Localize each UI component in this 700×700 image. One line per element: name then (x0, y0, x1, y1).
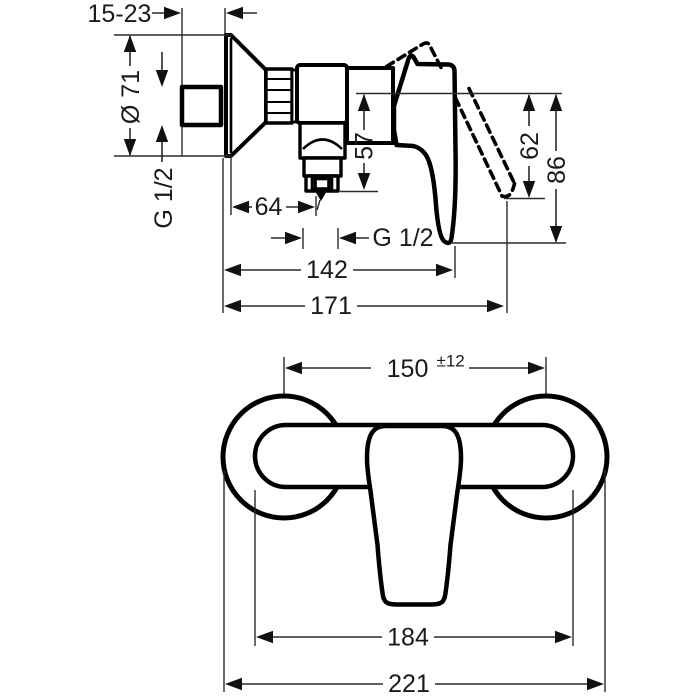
supply-elbow (179, 84, 224, 128)
arrowhead (549, 226, 563, 243)
outlet-nipple-tip (315, 191, 327, 201)
dim-supply-thread: G 1/2 (150, 52, 178, 229)
extension-outlet-thread-ticks (302, 228, 339, 249)
dim-supply-center-distance: 150 ±12 (285, 352, 545, 383)
outlet-step (302, 156, 343, 178)
dim-depth-to-handle: 142 (224, 256, 453, 284)
dim-handle-open-drop: 62 (516, 94, 544, 198)
dim-wall-offset-label: 15-23 (88, 0, 152, 28)
arrowhead (155, 125, 169, 142)
outlet-nipple-tail (316, 199, 321, 211)
arrowhead (285, 361, 302, 375)
arrowhead (298, 200, 315, 214)
connection-nut (264, 67, 294, 125)
arrowhead (256, 630, 273, 644)
arrowhead (357, 173, 371, 190)
outlet-thread-core (313, 176, 331, 191)
arrowhead (528, 361, 545, 375)
dim-handle-drop-label: 86 (543, 156, 571, 184)
arrowhead (587, 677, 604, 691)
valve-body (295, 63, 349, 125)
dim-overall-width: 221 (225, 670, 604, 698)
arrowhead (285, 231, 302, 245)
extension-supply-centers (283, 357, 547, 396)
dim-body-width-label: 184 (387, 624, 429, 652)
arrowhead (555, 630, 572, 644)
arrowhead (164, 6, 181, 20)
dim-escutcheon-diameter: Ø 71 (117, 35, 145, 156)
dim-escutcheon-to-outlet-label: 64 (255, 193, 283, 221)
dim-escutcheon-to-outlet: 64 (232, 193, 315, 221)
dim-handle-open-drop-label: 62 (516, 132, 544, 160)
arrowhead (522, 94, 536, 111)
arrowhead (436, 263, 453, 277)
lever-handle-travel-dashed (453, 86, 517, 199)
mixer-side-outline (179, 33, 517, 246)
dim-overall-depth: 171 (224, 292, 504, 320)
dim-supply-center-distance-label: 150 (387, 355, 429, 383)
dim-overall-width-label: 221 (388, 670, 430, 698)
arrowhead (123, 35, 137, 52)
front-view: 150 ±12 184 221 (220, 352, 610, 698)
side-view: 15-23 Ø 71 G 1/2 57 (88, 0, 571, 320)
dim-outlet-drop: 57 (351, 94, 379, 190)
arrowhead (232, 200, 249, 214)
arrowhead (226, 6, 243, 20)
nut-facet-lines (266, 78, 292, 114)
lever-handle-side (391, 53, 458, 246)
dim-wall-offset: 15-23 (88, 0, 257, 28)
arrowhead (522, 181, 536, 198)
dim-supply-thread-label: G 1/2 (150, 167, 178, 228)
lever-handle-front (364, 423, 464, 607)
mixer-front-outline (220, 393, 610, 607)
dim-outlet-thread: G 1/2 (271, 224, 434, 252)
side-view-reference-lines (114, 34, 566, 313)
arrowhead (155, 70, 169, 87)
dim-escutcheon-diameter-label: Ø 71 (117, 70, 145, 124)
lever-handle-open-dashed (384, 41, 443, 70)
dim-depth-to-handle-label: 142 (306, 256, 348, 284)
arrowhead (123, 139, 137, 156)
arrowhead (224, 263, 241, 277)
extension-body-width (254, 490, 574, 646)
dim-handle-drop: 86 (543, 94, 571, 243)
dim-outlet-thread-label: G 1/2 (372, 224, 433, 252)
cartridge-housing (345, 66, 395, 145)
dim-body-width: 184 (256, 624, 572, 652)
dim-outlet-drop-label: 57 (351, 132, 379, 160)
arrowhead (487, 299, 504, 313)
dim-overall-depth-label: 171 (310, 292, 352, 320)
valve-body-dome-line (302, 138, 343, 150)
arrowhead (339, 231, 356, 245)
dim-supply-center-tolerance-label: ±12 (437, 352, 465, 371)
arrowhead (224, 299, 241, 313)
extension-overall-width (223, 470, 606, 692)
arrowhead (549, 94, 563, 111)
arrowhead (225, 677, 242, 691)
front-view-reference-lines (223, 470, 606, 692)
